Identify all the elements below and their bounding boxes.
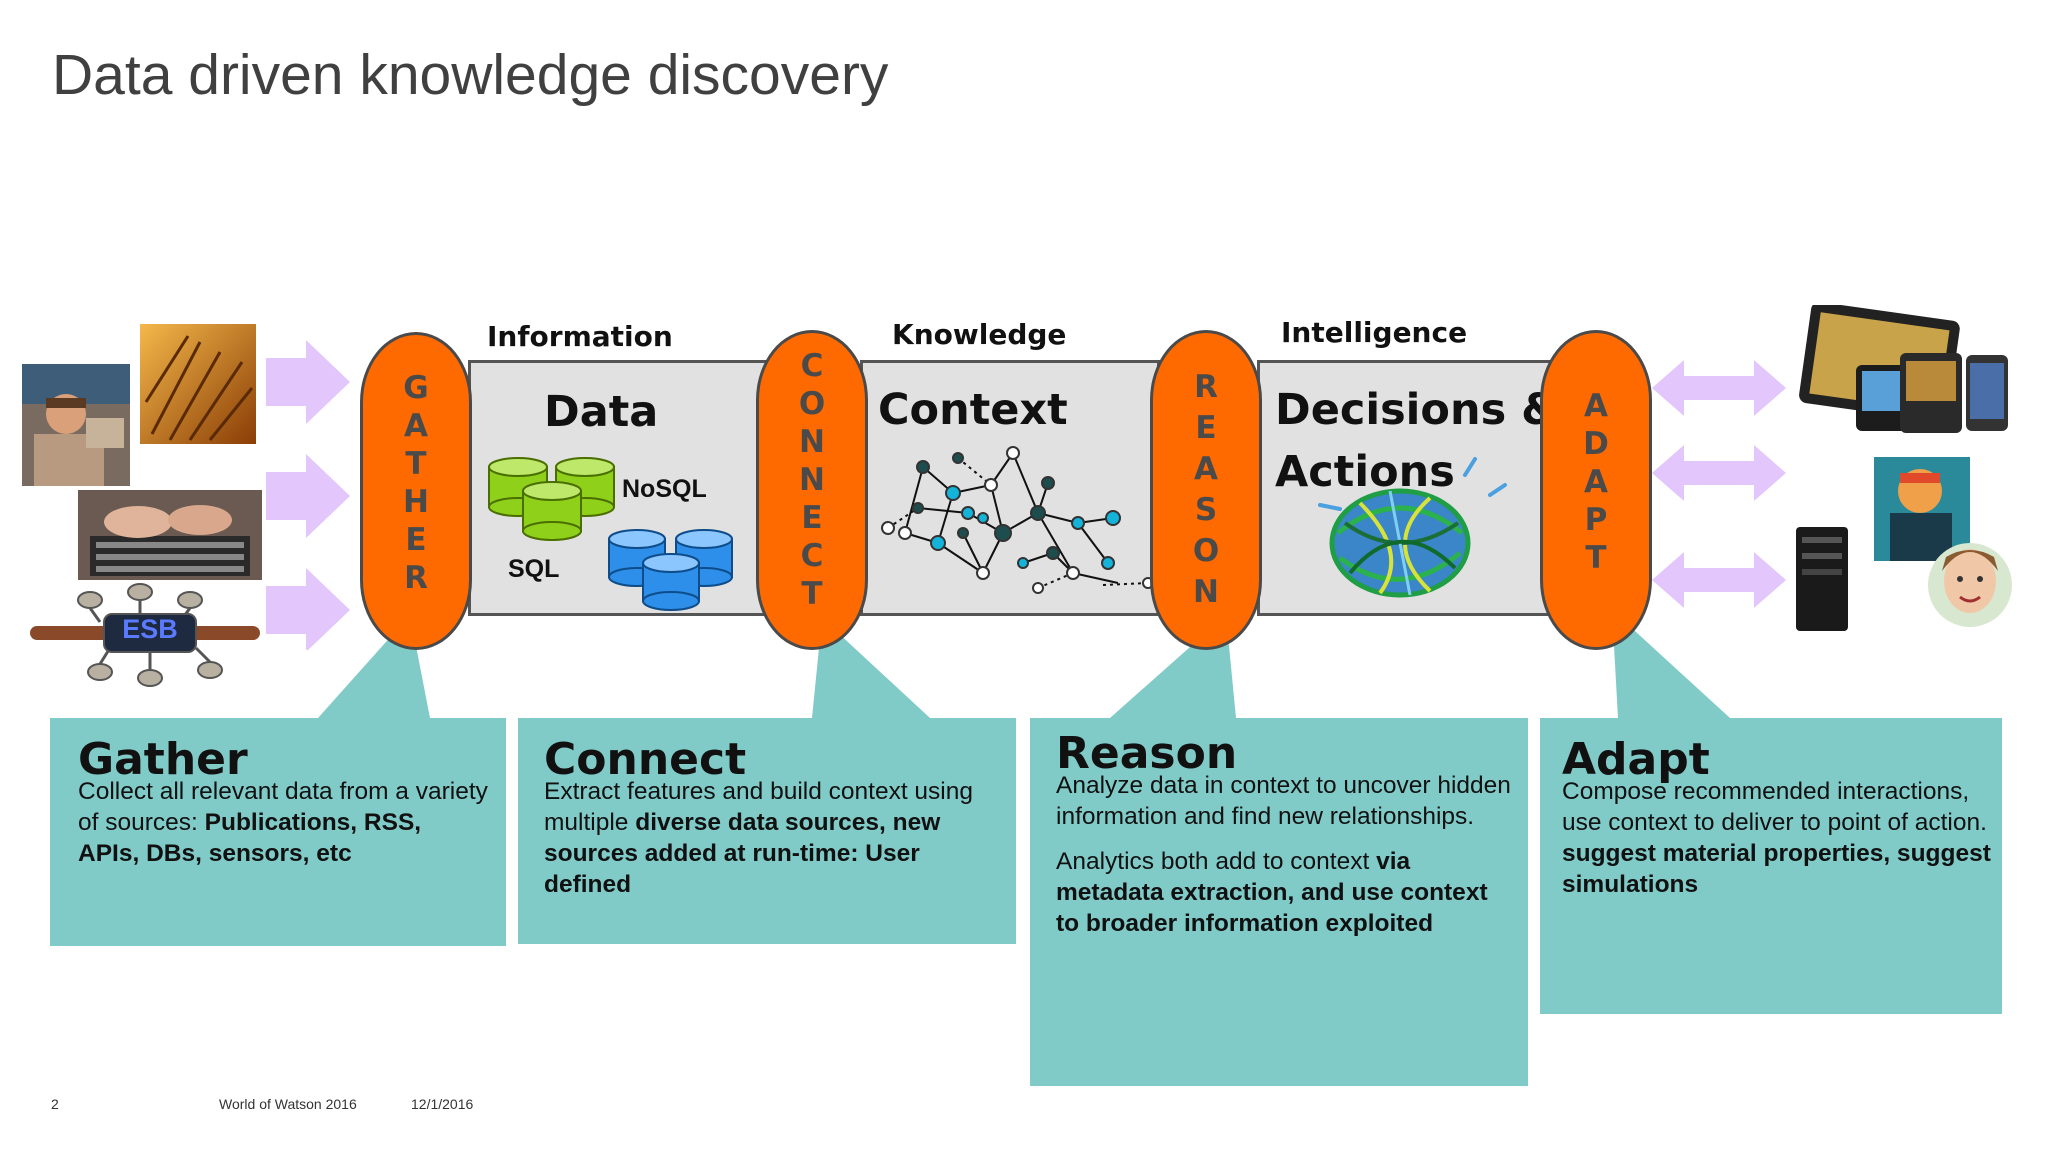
stage-letter: A xyxy=(1194,451,1218,487)
gather-callout: Gather Collect all relevant data from a … xyxy=(50,718,506,946)
pencils-photo-icon xyxy=(140,324,256,444)
stage-letter: A xyxy=(404,408,428,444)
watson-globe-icon xyxy=(1318,457,1507,598)
connect-callout-text: Extract features and build context using… xyxy=(544,776,994,900)
callout-text: Analyze data in context to uncover hidde… xyxy=(1056,772,1511,830)
decisions-panel-title-line2: Actions xyxy=(1275,447,1455,497)
input-arrow-icon xyxy=(266,340,350,424)
stage-letter: R xyxy=(404,560,428,596)
stage-letter: T xyxy=(405,446,427,482)
reason-callout: Reason Analyze data in context to uncove… xyxy=(1030,718,1528,1086)
knowledge-graph-icon xyxy=(881,446,1154,594)
stage-letter: E xyxy=(405,522,427,558)
gather-callout-title: Gather xyxy=(78,734,248,785)
stage-letter: R xyxy=(1194,369,1218,405)
connect-callout: Connect Extract features and build conte… xyxy=(518,718,1016,944)
esb-label: ESB xyxy=(122,614,178,644)
data-panel-title: Data xyxy=(544,387,659,437)
stage-letter: G xyxy=(403,370,429,406)
footer-page-number: 2 xyxy=(51,1096,59,1112)
stage-letter: E xyxy=(1195,410,1217,446)
header-intelligence: Intelligence xyxy=(1281,316,1468,349)
tablet-devices-icon xyxy=(1799,305,2008,433)
stage-letter: A xyxy=(1584,388,1608,424)
stage-letter: T xyxy=(801,576,823,612)
adapt-callout: Adapt Compose recommended interactions, … xyxy=(1540,718,2002,1014)
keyboard-typing-photo-icon xyxy=(78,490,262,580)
footer-date: 12/1/2016 xyxy=(411,1096,474,1112)
stage-letter: E xyxy=(801,500,823,536)
page-title: Data driven knowledge discovery xyxy=(52,43,889,107)
context-panel-title: Context xyxy=(878,385,1068,435)
stage-letter: O xyxy=(1192,533,1220,569)
adapt-stage-capsule: A D A P T xyxy=(1540,330,1652,650)
footer-event: World of Watson 2016 xyxy=(219,1096,357,1112)
callout-bold-text: suggest material properties, suggest sim… xyxy=(1562,840,1991,898)
stage-letter: T xyxy=(1585,540,1607,576)
gather-callout-text: Collect all relevant data from a variety… xyxy=(78,776,488,869)
callout-text: Compose recommended interactions, use co… xyxy=(1562,778,1987,836)
connect-stage-capsule: C O N N E C T xyxy=(756,330,868,650)
reason-stage-letters: R E A S O N xyxy=(1153,367,1259,613)
reason-stage-capsule: R E A S O N xyxy=(1150,330,1262,650)
reason-callout-text: Analyze data in context to uncover hidde… xyxy=(1056,770,1516,939)
sql-database-icon xyxy=(608,529,733,611)
connect-pointer xyxy=(812,618,930,718)
adapt-callout-title: Adapt xyxy=(1562,734,1710,785)
nosql-label: NoSQL xyxy=(622,475,707,503)
stage-letter: C xyxy=(800,348,824,384)
connect-callout-title: Connect xyxy=(544,734,747,785)
data-panel: Data NoSQL SQL xyxy=(468,360,768,616)
nosql-database-icon xyxy=(488,457,615,541)
server-rack-icon xyxy=(1796,527,1848,631)
callout-bold-text: via metadata extraction, and use context… xyxy=(1056,848,1488,937)
input-arrow-icon xyxy=(266,454,350,538)
adapt-stage-letters: A D A P T xyxy=(1543,387,1649,577)
gather-stage-capsule: G A T H E R xyxy=(360,332,472,650)
scientist-photo-icon xyxy=(22,364,130,486)
stage-letter: S xyxy=(1194,492,1218,528)
gather-stage-letters: G A T H E R xyxy=(363,369,469,597)
double-arrow-icon xyxy=(1652,360,1786,416)
header-information: Information xyxy=(487,320,673,353)
callout-text: Collect all relevant data from a variety… xyxy=(78,778,488,836)
context-panel: Context xyxy=(860,360,1160,616)
stage-letter: A xyxy=(1584,464,1608,500)
user-face-photo-icon xyxy=(1928,543,2012,627)
callout-text: Analytics both add to context xyxy=(1056,848,1377,875)
output-arrows xyxy=(1652,360,1786,608)
stage-letter: N xyxy=(799,424,825,460)
header-knowledge: Knowledge xyxy=(892,318,1067,351)
callout-bold-text: diverse data sources, new sources added … xyxy=(544,809,941,898)
decisions-panel-title-line1: Decisions & xyxy=(1275,385,1559,435)
stage-letter: O xyxy=(798,386,826,422)
esb-bus-icon xyxy=(30,583,260,687)
callout-text: Extract features and build context using… xyxy=(544,778,974,836)
adapt-callout-text: Compose recommended interactions, use co… xyxy=(1562,776,1992,900)
callout-bold-text: Publications, RSS, APIs, DBs, sensors, e… xyxy=(78,809,422,867)
adapt-pointer xyxy=(1612,610,1730,718)
stage-letter: N xyxy=(799,462,825,498)
sql-label: SQL xyxy=(508,555,560,583)
stage-letter: D xyxy=(1583,426,1609,462)
stage-letter: N xyxy=(1193,574,1219,610)
stage-letter: H xyxy=(403,484,429,520)
database-icons xyxy=(488,457,733,611)
stage-letter: P xyxy=(1584,502,1608,538)
stage-letter: C xyxy=(800,538,824,574)
decisions-panel: Decisions & Actions xyxy=(1257,360,1559,616)
device-images xyxy=(1796,305,2012,631)
input-arrows xyxy=(266,340,350,650)
footer: 2 World of Watson 2016 12/1/2016 xyxy=(0,1096,600,1116)
reason-callout-title: Reason xyxy=(1056,728,1238,779)
connect-stage-letters: C O N N E C T xyxy=(759,347,865,613)
input-arrow-icon xyxy=(266,568,350,650)
avatar-illustration-icon xyxy=(1874,457,1970,561)
data-source-images xyxy=(22,324,262,687)
double-arrow-icon xyxy=(1652,552,1786,608)
double-arrow-icon xyxy=(1652,445,1786,501)
